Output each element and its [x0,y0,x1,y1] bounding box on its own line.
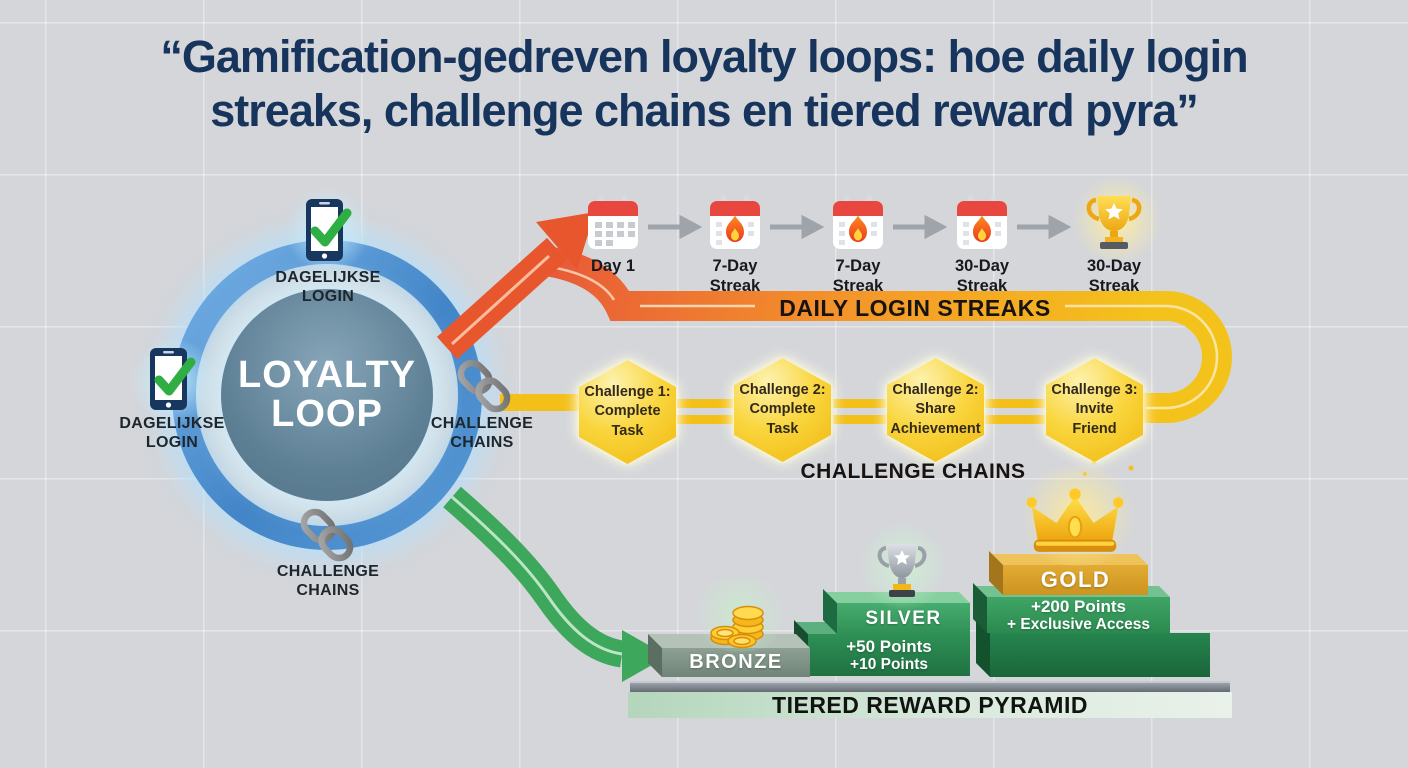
loop-node-label-top: DAGELIJKSE LOGIN [258,268,398,306]
pyramid-band-label: TIERED REWARD PYRAMID [772,692,1088,718]
hex-4-line-1: Challenge 3: [1051,381,1138,398]
streak-step-arrows [648,214,1072,240]
bronze-tier-name: BRONZE [689,651,783,673]
hex-3-line-2: Share [915,401,956,418]
challenge-hexagon-3-body: Challenge 2: Share Achievement [887,358,984,462]
crown-icon [1026,488,1124,552]
hex-4-line-3: Friend [1072,420,1117,437]
hex-2-line-1: Challenge 2: [739,381,826,398]
gold-tier-base-block [990,633,1210,677]
chain-connector-left [500,394,590,411]
hex-2-line-2: Complete [749,401,816,418]
streak-step-3-line-1: 7-Day [835,257,881,275]
hex-3-line-3: Achievement [890,420,981,437]
loop-node-right-line-2: CHAINS [450,434,514,451]
gold-reward-2: + Exclusive Access [1007,615,1150,633]
loop-node-right-line-1: CHALLENGE [430,415,534,432]
hex-2-line-3: Task [766,420,799,437]
streak-step-5-line-2: Streak [1088,277,1140,295]
challenge-hexagon-3: Challenge 2: Share Achievement [887,358,984,462]
chain-connector-2b [833,415,886,424]
loyalty-loop-core: LOYALTY LOOP [221,289,433,501]
daily-streaks-band-label: DAILY LOGIN STREAKS [779,295,1051,321]
pyramid-base-bar [630,681,1230,692]
loyalty-loop-label-line-1: LOYALTY [237,354,417,396]
hex-1-line-1: Challenge 1: [584,383,671,400]
gold-tier-rewards-block: +200 Points + Exclusive Access [987,597,1170,633]
loop-node-top-line-1: DAGELIJKSE [275,269,381,286]
gold-tier-cap: GOLD [1003,565,1148,595]
coins-icon [710,605,764,649]
chain-icon [457,359,511,413]
streak-step-label-4: 30-Day Streak [927,256,1037,296]
band-stripe-left-curl [555,266,616,301]
loop-node-label-right: CHALLENGE CHAINS [412,414,552,452]
challenge-chains-label: CHALLENGE CHAINS [800,460,1026,483]
title-line-2: streaks, challenge chains en tiered rewa… [210,85,1198,136]
challenge-hexagon-1-body: Challenge 1: Complete Task [579,360,676,464]
streak-step-label-3: 7-Day Streak [803,256,913,296]
streak-step-label-1: Day 1 [558,256,668,276]
streak-step-label-5: 30-Day Streak [1059,256,1169,296]
silver-tier-rewards-block: +50 Points +10 Points [808,634,970,676]
challenge-hexagon-2-body: Challenge 2: Complete Task [734,358,831,462]
silver-reward-2: +10 Points [850,655,928,673]
trophy-silver-icon [877,544,927,597]
chain-connector-1b [677,415,733,424]
challenge-hexagon-2: Challenge 2: Complete Task [734,358,831,462]
chain-connector-2a [833,399,886,408]
silver-tier-name: SILVER [865,607,942,629]
page-title: “Gamification-gedreven loyalty loops: ho… [0,30,1408,138]
loop-node-left-line-2: LOGIN [145,434,199,451]
loyalty-loop-label-line-2: LOOP [271,393,383,435]
challenge-hexagon-1: Challenge 1: Complete Task [579,360,676,464]
loop-node-bottom-line-2: CHAINS [296,582,360,599]
pyramid-arrow-head [622,630,668,682]
pyramid-base-band: TIERED REWARD PYRAMID [628,692,1232,718]
hex-1-line-3: Task [611,422,644,439]
streak-step-5-line-1: 30-Day [1086,257,1142,275]
loop-node-top-line-2: LOGIN [301,288,355,305]
title-line-1: “Gamification-gedreven loyalty loops: ho… [160,31,1248,82]
calendar-flame-icon [833,195,883,249]
streak-step-1-line-1: Day 1 [590,257,636,275]
hex-3-line-1: Challenge 2: [892,381,979,398]
streak-step-4-line-1: 30-Day [954,257,1010,275]
calendar-flame-icon [957,195,1007,249]
pyramid-arrow-stripe [451,495,623,656]
loop-node-label-bottom: CHALLENGE CHAINS [258,562,398,600]
chain-connector-1a [677,399,733,408]
challenge-hexagon-4-body: Challenge 3: Invite Friend [1046,358,1143,462]
challenge-hexagon-4: Challenge 3: Invite Friend [1046,358,1143,462]
streak-step-2-line-2: Streak [709,277,761,295]
streak-step-2-line-1: 7-Day [712,257,758,275]
streak-step-label-2: 7-Day Streak [680,256,790,296]
calendar-flame-icon [710,195,760,249]
streak-step-4-line-2: Streak [956,277,1008,295]
bronze-tier-block: BRONZE [662,648,810,677]
loop-node-left-line-1: DAGELIJKSE [119,415,225,432]
gold-reward-1: +200 Points [1031,596,1126,616]
loop-node-label-left: DAGELIJKSE LOGIN [102,414,242,452]
gold-tier-name: GOLD [1040,567,1111,592]
chain-connector-3a [985,399,1045,408]
chain-icon [300,508,354,562]
streak-step-3-line-2: Streak [832,277,884,295]
streaks-arrow-stripe [450,254,551,346]
loop-node-bottom-line-1: CHALLENGE [276,563,380,580]
phone-check-icon [306,199,352,261]
trophy-gold-icon [1086,196,1142,249]
calendar-icon [588,195,638,249]
silver-reward-1: +50 Points [846,636,932,656]
streaks-arrow-head [536,212,595,270]
band-stripe-right [1065,304,1219,410]
phone-check-icon [150,348,196,410]
hex-1-line-2: Complete [594,403,661,420]
chain-connector-3b [985,415,1045,424]
hex-4-line-2: Invite [1075,401,1114,418]
